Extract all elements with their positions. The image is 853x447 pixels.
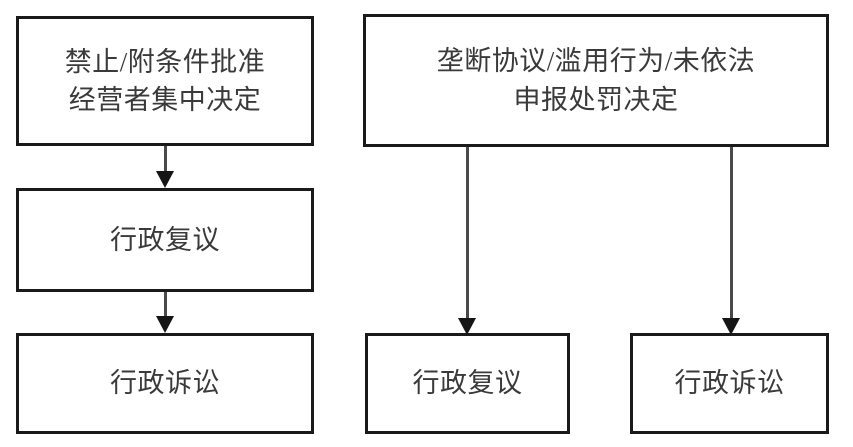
arrow-head-icon bbox=[156, 316, 174, 333]
arrow-stem bbox=[164, 292, 167, 318]
arrow-stem bbox=[730, 147, 733, 320]
node-left-administrative-reconsideration[interactable]: 行政复议 bbox=[16, 188, 314, 292]
node-right-reconsideration-label: 行政复议 bbox=[412, 368, 523, 399]
node-right-administrative-litigation[interactable]: 行政诉讼 bbox=[630, 333, 829, 434]
node-left-litigation-label: 行政诉讼 bbox=[110, 368, 220, 399]
arrow-head-icon bbox=[722, 318, 740, 335]
node-merger-decision[interactable]: 禁止/附条件批准 经营者集中决定 bbox=[16, 16, 314, 146]
node-merger-decision-label: 禁止/附条件批准 经营者集中决定 bbox=[64, 46, 266, 115]
node-right-litigation-label: 行政诉讼 bbox=[674, 368, 785, 399]
node-penalty-decision[interactable]: 垄断协议/滥用行为/未依法 申报处罚决定 bbox=[363, 14, 829, 147]
node-right-administrative-reconsideration[interactable]: 行政复议 bbox=[365, 333, 570, 434]
arrow-head-icon bbox=[458, 318, 476, 335]
node-left-reconsideration-label: 行政复议 bbox=[110, 224, 220, 255]
node-left-administrative-litigation[interactable]: 行政诉讼 bbox=[16, 333, 314, 434]
arrow-stem bbox=[466, 147, 469, 320]
arrow-stem bbox=[164, 146, 167, 173]
node-penalty-decision-label: 垄断协议/滥用行为/未依法 申报处罚决定 bbox=[436, 46, 756, 115]
arrow-head-icon bbox=[156, 171, 174, 188]
